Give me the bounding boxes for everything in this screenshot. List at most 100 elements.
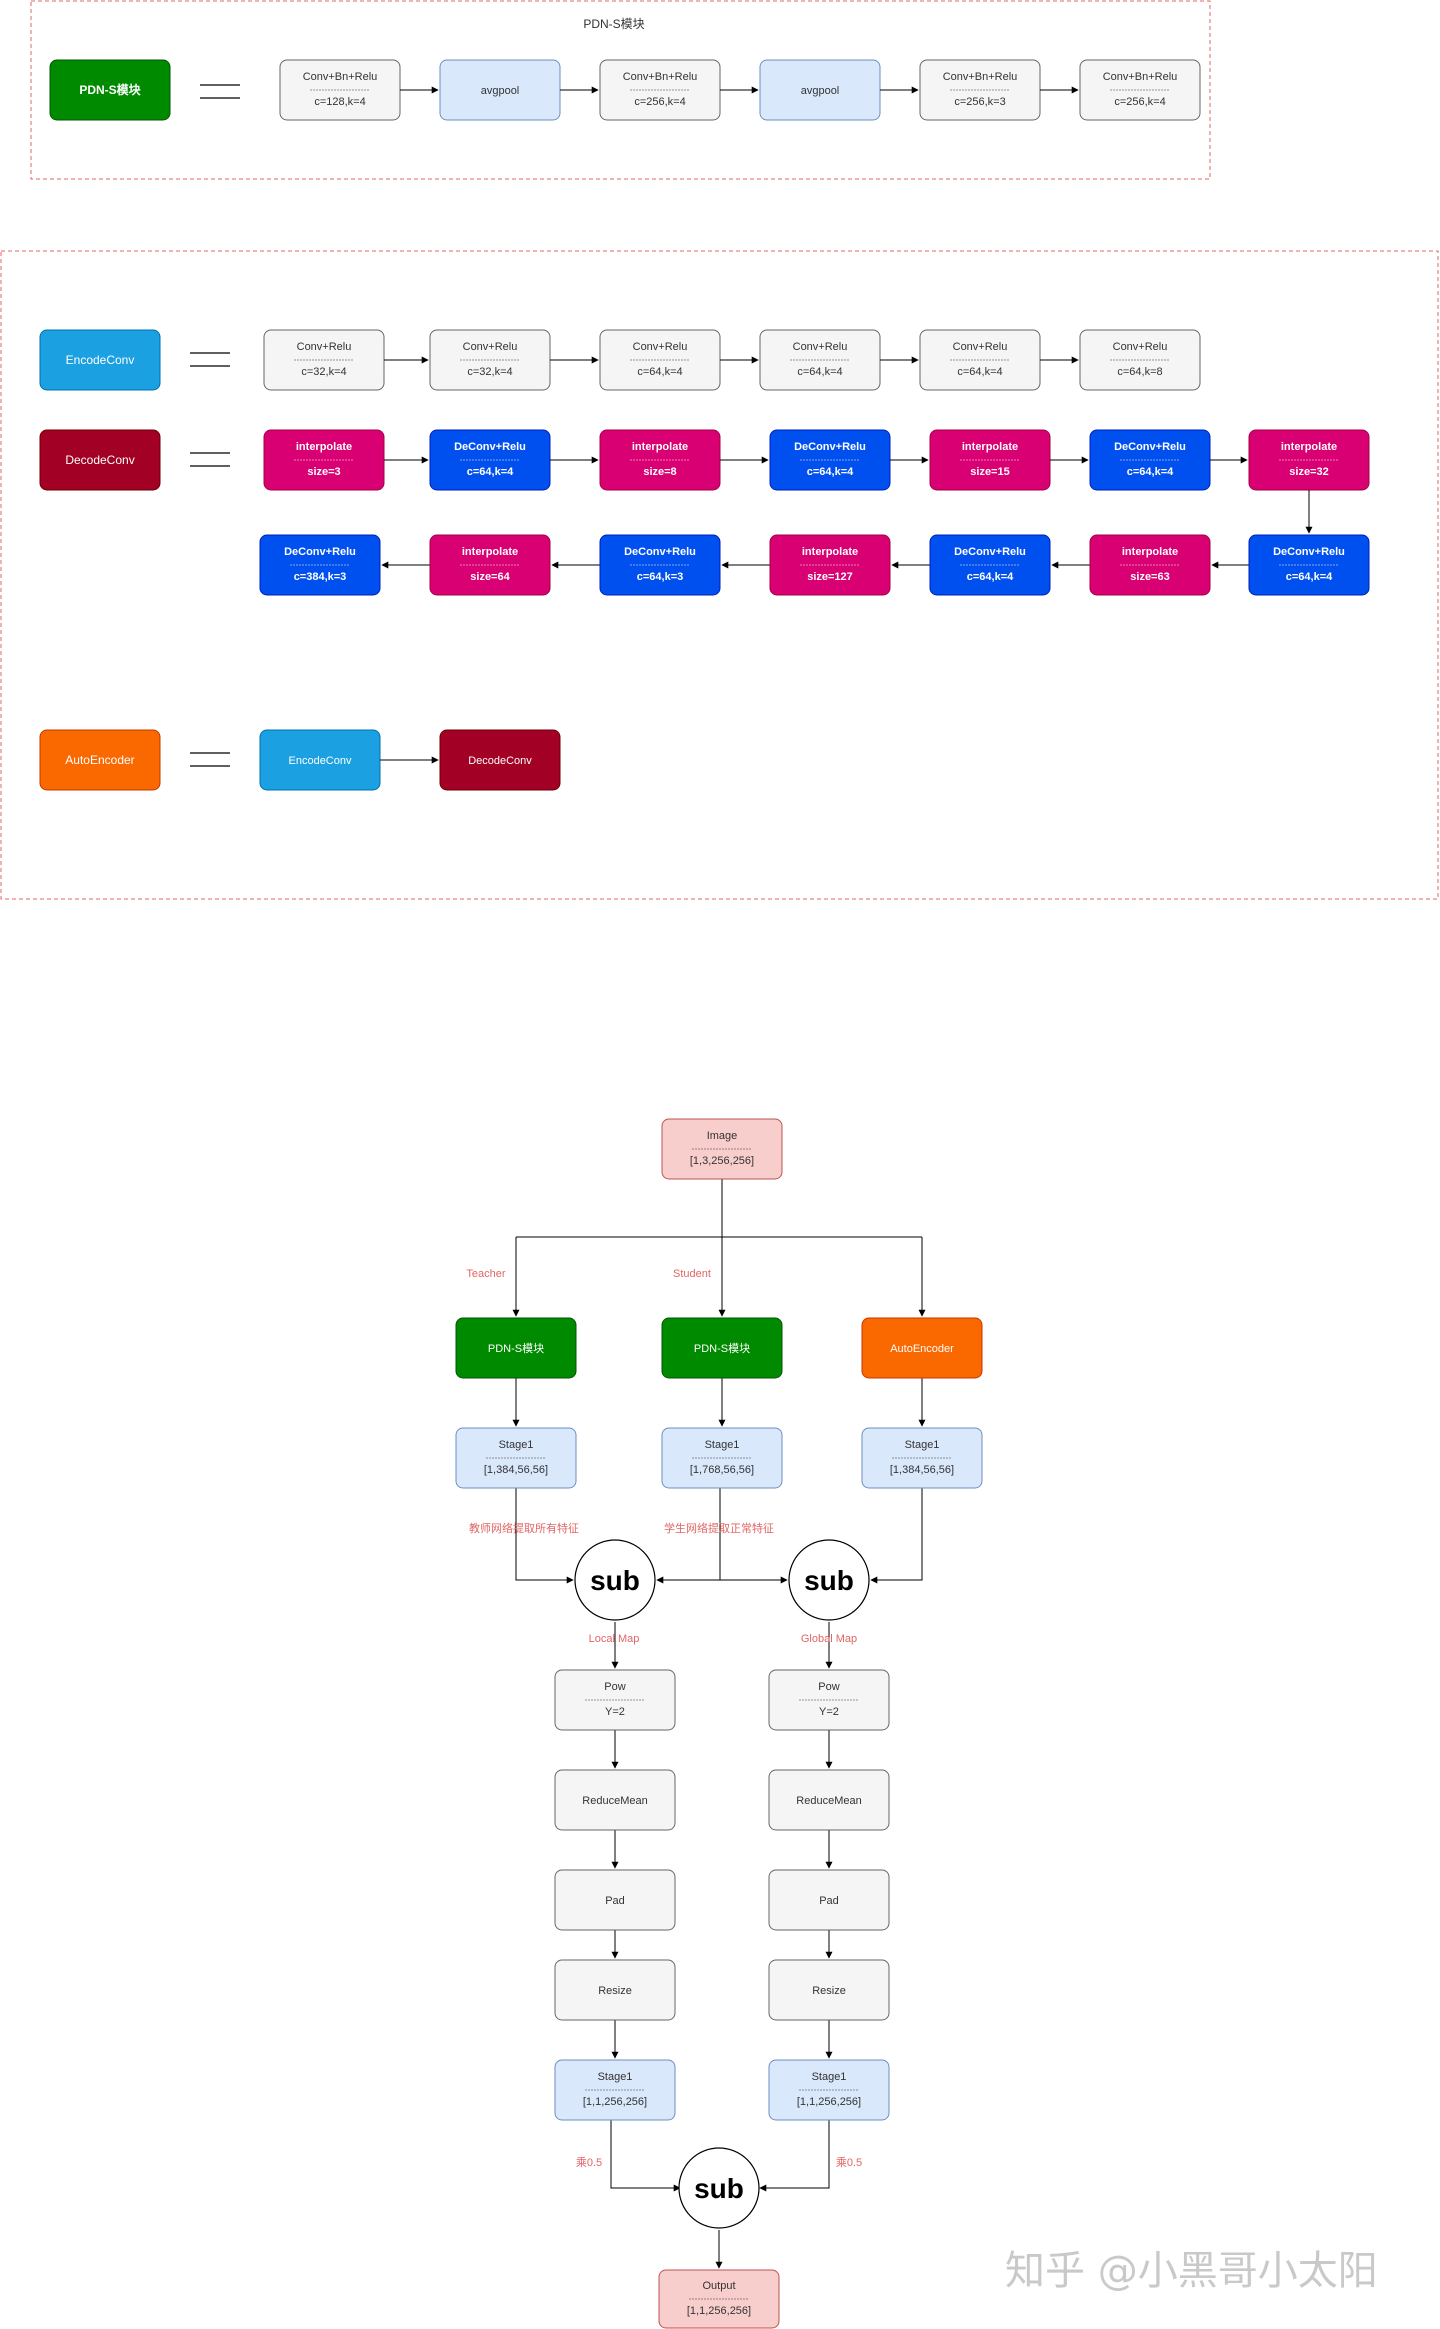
right-resize-node-title: Resize [812, 1985, 846, 1997]
teacher-pdn-node[interactable]: PDN-S模块 [455, 1317, 577, 1379]
encodeconv-label-node[interactable]: EncodeConv [39, 329, 161, 391]
left-weight-label: 乘0.5 [576, 2156, 602, 2169]
teacher-edge-label: Teacher [466, 1268, 505, 1280]
output-node-detail: [1,1,256,256] [687, 2305, 751, 2317]
decode-row1-block-2-detail: c=64,k=4 [467, 466, 514, 478]
autoencoder-block-2-title: DecodeConv [468, 755, 532, 767]
left-resize-node[interactable]: Resize [554, 1959, 676, 2021]
pdn-label-text: PDN-S模块 [79, 82, 141, 97]
decode-row1-block-1-title: interpolate [296, 441, 352, 453]
image-node[interactable]: Image[1,3,256,256] [661, 1118, 783, 1180]
pdn-block-3-detail: c=256,k=4 [634, 96, 685, 108]
decode-row1-block-6-title: DeConv+Relu [1114, 441, 1186, 453]
autoencoder-block-1[interactable]: EncodeConv [259, 729, 381, 791]
right-pad-node-title: Pad [819, 1895, 839, 1907]
encode-block-5-detail: c=64,k=4 [957, 366, 1002, 378]
left-stage-out-node[interactable]: Stage1 [1,1,256,256] [554, 2059, 676, 2121]
teacher-stage-node-title: Stage1 [499, 1439, 534, 1451]
pdn-block-1-detail: c=128,k=4 [314, 96, 365, 108]
global-sub-node[interactable]: sub [788, 1539, 870, 1621]
decode-equals-icon [190, 452, 230, 467]
pdn-block-6-title: Conv+Bn+Relu [1103, 71, 1178, 83]
flow-connectors [512, 1179, 926, 2269]
teacher-stage-node[interactable]: Stage1 [1,384,56,56] [455, 1427, 577, 1489]
left-reducemean-node[interactable]: ReduceMean [554, 1769, 676, 1831]
right-reducemean-node[interactable]: ReduceMean [768, 1769, 890, 1831]
pdn-section-frame [30, 0, 1211, 180]
autoencoder-label-node[interactable]: AutoEncoder [39, 729, 161, 791]
decode-row2-block-7-detail: c=64,k=4 [1286, 571, 1333, 583]
decode-row1-block-4[interactable]: DeConv+Relu c=64,k=4 [769, 429, 891, 491]
local-sub-node[interactable]: sub [574, 1539, 656, 1621]
final-sub-node[interactable]: sub [678, 2147, 760, 2229]
pdn-block-4[interactable]: avgpool [759, 59, 881, 121]
decode-row1-block-1-detail: size=3 [307, 466, 340, 478]
pdn-block-5-title: Conv+Bn+Relu [943, 71, 1018, 83]
encode-block-3-title: Conv+Relu [633, 341, 688, 353]
right-pad-node[interactable]: Pad [768, 1869, 890, 1931]
decode-row1-block-3-detail: size=8 [643, 466, 676, 478]
decode-row2-block-7[interactable]: DeConv+Relu c=64,k=4 [1248, 534, 1370, 596]
decode-row1-block-4-detail: c=64,k=4 [807, 466, 854, 478]
decode-row2-block-7-title: DeConv+Relu [1273, 546, 1345, 558]
decode-row2-block-3[interactable]: DeConv+Relu c=64,k=3 [599, 534, 721, 596]
encode-block-5[interactable]: Conv+Relu c=64,k=4 [919, 329, 1041, 391]
teacher-pdn-node-title: PDN-S模块 [488, 1342, 544, 1355]
output-node[interactable]: Output[1,1,256,256] [658, 2269, 780, 2329]
autoencoder-stage-node-detail: [1,384,56,56] [890, 1464, 954, 1476]
encode-block-6-detail: c=64,k=8 [1117, 366, 1162, 378]
autoencoder-node[interactable]: AutoEncoder [861, 1317, 983, 1379]
pdn-block-3[interactable]: Conv+Bn+Relu c=256,k=4 [599, 59, 721, 121]
decodeconv-label-text: DecodeConv [65, 453, 134, 467]
decodeconv-label-node[interactable]: DecodeConv [39, 429, 161, 491]
decode-row2-block-2-title: interpolate [462, 546, 518, 558]
decode-row1-block-1[interactable]: interpolate size=3 [263, 429, 385, 491]
autoencoder-stage-node[interactable]: Stage1 [1,384,56,56] [861, 1427, 983, 1489]
encode-block-6-title: Conv+Relu [1113, 341, 1168, 353]
pdn-block-3-title: Conv+Bn+Relu [623, 71, 698, 83]
student-pdn-node[interactable]: PDN-S模块 [661, 1317, 783, 1379]
student-stage-node-detail: [1,768,56,56] [690, 1464, 754, 1476]
left-pad-node[interactable]: Pad [554, 1869, 676, 1931]
pdn-section-title: PDN-S模块 [583, 17, 644, 31]
image-node-title: Image [707, 1130, 738, 1142]
pdn-label-node[interactable]: PDN-S模块 [49, 59, 171, 121]
autoencoder-stage-node-title: Stage1 [905, 1439, 940, 1451]
encode-block-6[interactable]: Conv+Relu c=64,k=8 [1079, 329, 1201, 391]
teacher-stage-node-detail: [1,384,56,56] [484, 1464, 548, 1476]
pdn-block-2[interactable]: avgpool [439, 59, 561, 121]
left-stage-out-node-title: Stage1 [598, 2071, 633, 2083]
decode-row1-block-4-title: DeConv+Relu [794, 441, 866, 453]
encode-block-5-title: Conv+Relu [953, 341, 1008, 353]
left-stage-out-node-detail: [1,1,256,256] [583, 2096, 647, 2108]
right-stage-out-node[interactable]: Stage1[1,1,256,256] [768, 2059, 890, 2121]
right-resize-node[interactable]: Resize [768, 1959, 890, 2021]
student-stage-node[interactable]: Stage1[1,768,56,56] [661, 1427, 783, 1489]
autoencoder-block-2[interactable]: DecodeConv [439, 729, 561, 791]
autoencoder-node-title: AutoEncoder [890, 1343, 954, 1355]
decode-row2-block-3-detail: c=64,k=3 [637, 571, 684, 583]
decode-row2-block-3-title: DeConv+Relu [624, 546, 696, 558]
student-pdn-node-title: PDN-S模块 [694, 1342, 750, 1355]
encode-block-2-detail: c=32,k=4 [467, 366, 512, 378]
